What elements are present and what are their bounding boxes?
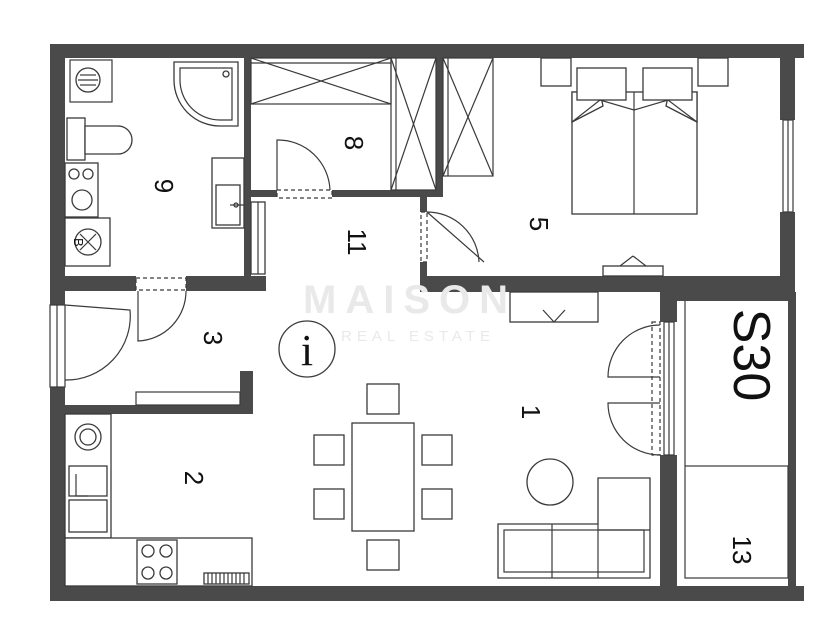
living-furniture [497,291,651,579]
room-label-5: 5 [524,217,554,231]
balcony-13 [684,301,789,579]
boiler-mark: B [71,238,86,247]
watermark-brand: MAISON [303,278,517,322]
room-label-11: 11 [342,229,372,256]
windows [49,119,794,456]
kitchen-furniture [64,413,253,587]
info-symbol-glyph: i [301,326,313,375]
room-labels: 9 8 11 5 3 1 2 13 [149,136,757,565]
walls [50,44,804,601]
watermark: MAISON REAL ESTATE [303,278,517,345]
hallway-items [250,201,266,275]
wardrobe-8 [250,57,437,191]
bedroom-furniture [442,57,729,277]
doors [64,139,661,456]
info-symbol: i [278,320,336,378]
room-label-2: 2 [179,471,209,485]
dining-set [313,383,453,571]
room-label-8: 8 [339,136,369,150]
room-label-13: 13 [727,536,757,565]
room-label-3: 3 [198,331,228,345]
unit-label: S30 [722,309,780,402]
room-label-9: 9 [149,179,179,193]
watermark-tagline: REAL ESTATE [341,328,495,345]
storage-3 [135,391,241,406]
room-label-1: 1 [516,405,546,419]
bathroom-fixtures: B [64,59,245,267]
